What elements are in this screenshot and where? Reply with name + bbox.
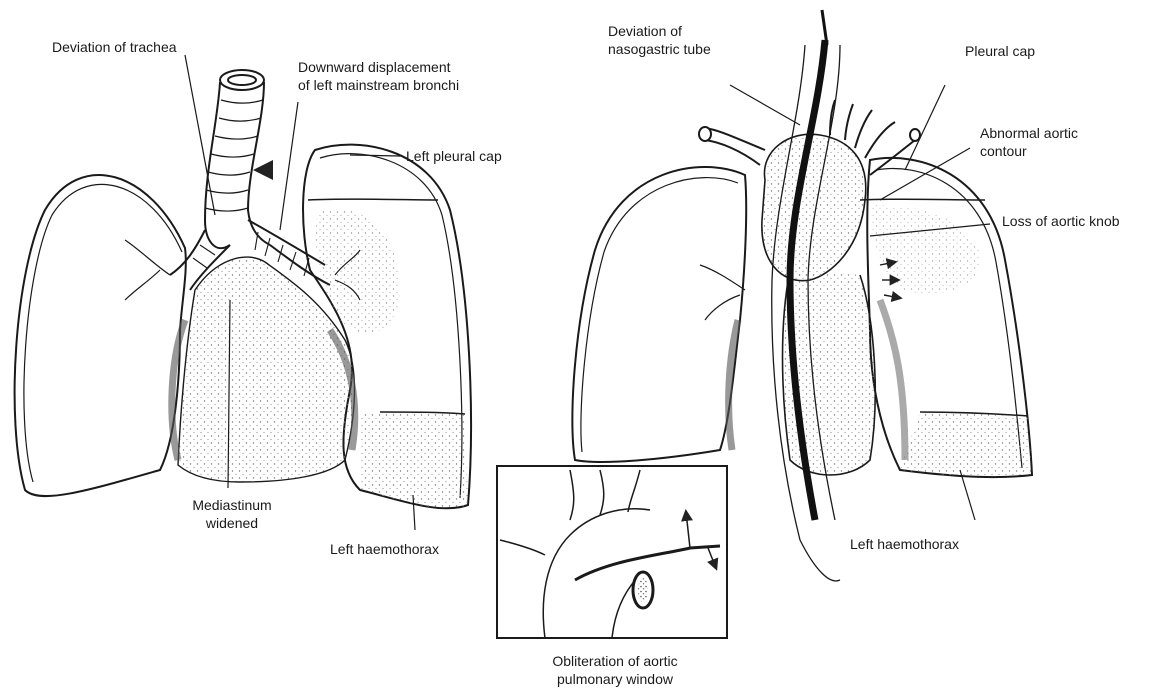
label-obliteration-aortic-pulmonary-window: Obliteration of aortic pulmonary window [510, 652, 720, 688]
label-abnormal-aortic-contour: Abnormal aortic contour [980, 124, 1078, 160]
label-left-pleural-cap: Left pleural cap [406, 147, 502, 165]
label-mediastinum-widened: Mediastinum widened [162, 496, 302, 532]
right-fig-right-lung [572, 167, 746, 462]
label-deviation-of-trachea: Deviation of trachea [52, 38, 177, 56]
inset-aortic-window [497, 466, 727, 638]
label-left-haemothorax-left-figure: Left haemothorax [330, 540, 439, 558]
label-pleural-cap: Pleural cap [965, 42, 1035, 60]
left-fig-right-lung [15, 175, 186, 496]
label-deviation-of-nasogastric-tube: Deviation of nasogastric tube [608, 22, 711, 58]
label-left-haemothorax-right-figure: Left haemothorax [850, 535, 959, 553]
label-downward-displacement-bronchi: Downward displacement of left mainstream… [298, 58, 459, 94]
left-chest-figure [15, 55, 471, 530]
label-loss-of-aortic-knob: Loss of aortic knob [1002, 212, 1120, 230]
right-fig-aorta [762, 134, 866, 280]
